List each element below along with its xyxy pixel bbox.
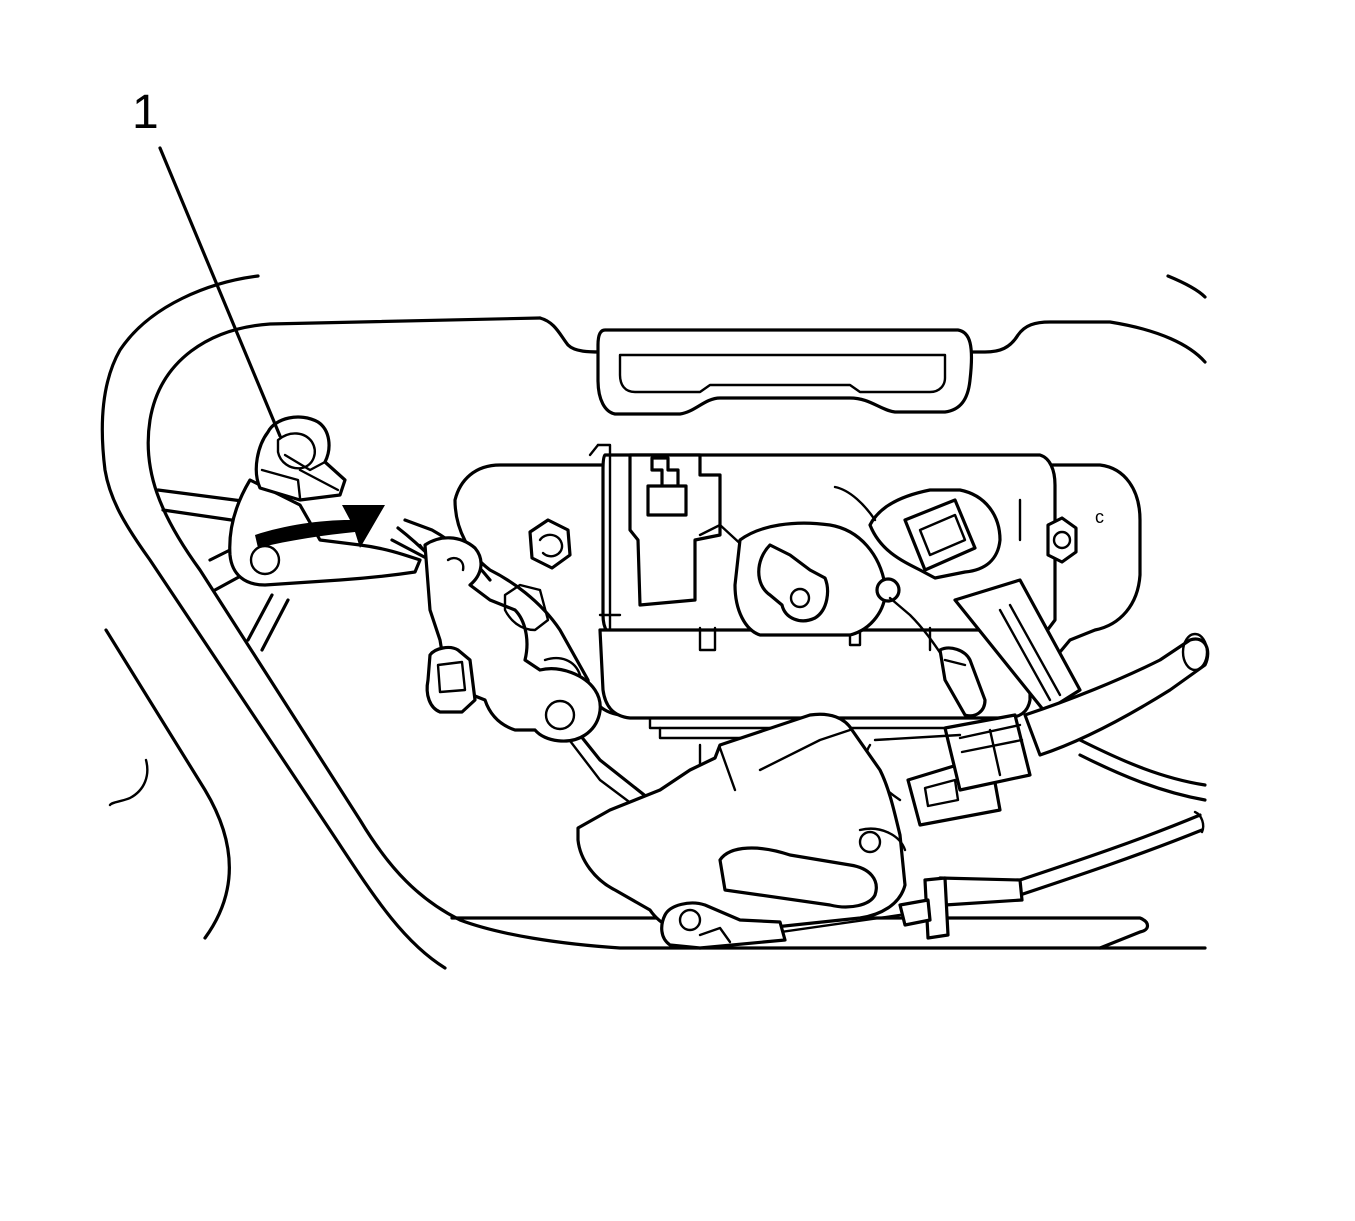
lower-cable	[758, 810, 1205, 940]
rotation-arrow	[255, 505, 385, 548]
electrical-connector	[865, 713, 1032, 827]
lock-actuator	[833, 485, 1022, 580]
lower-latch-mechanism	[576, 712, 907, 950]
rod-clip-bracket	[228, 415, 422, 587]
upper-connector	[628, 453, 747, 607]
callout-1: 1	[132, 86, 282, 438]
corner-mark: c	[1095, 507, 1104, 527]
linkage-rod	[938, 578, 1082, 718]
latch-cam	[733, 521, 947, 662]
hose-cable	[1023, 632, 1210, 802]
door-outer-panel	[100, 274, 1207, 970]
inner-opening	[146, 316, 1207, 950]
callout-1-label: 1	[132, 86, 159, 139]
handle-recess	[596, 328, 974, 416]
left-linkage	[423, 536, 602, 743]
callout-1-leader	[158, 146, 282, 438]
